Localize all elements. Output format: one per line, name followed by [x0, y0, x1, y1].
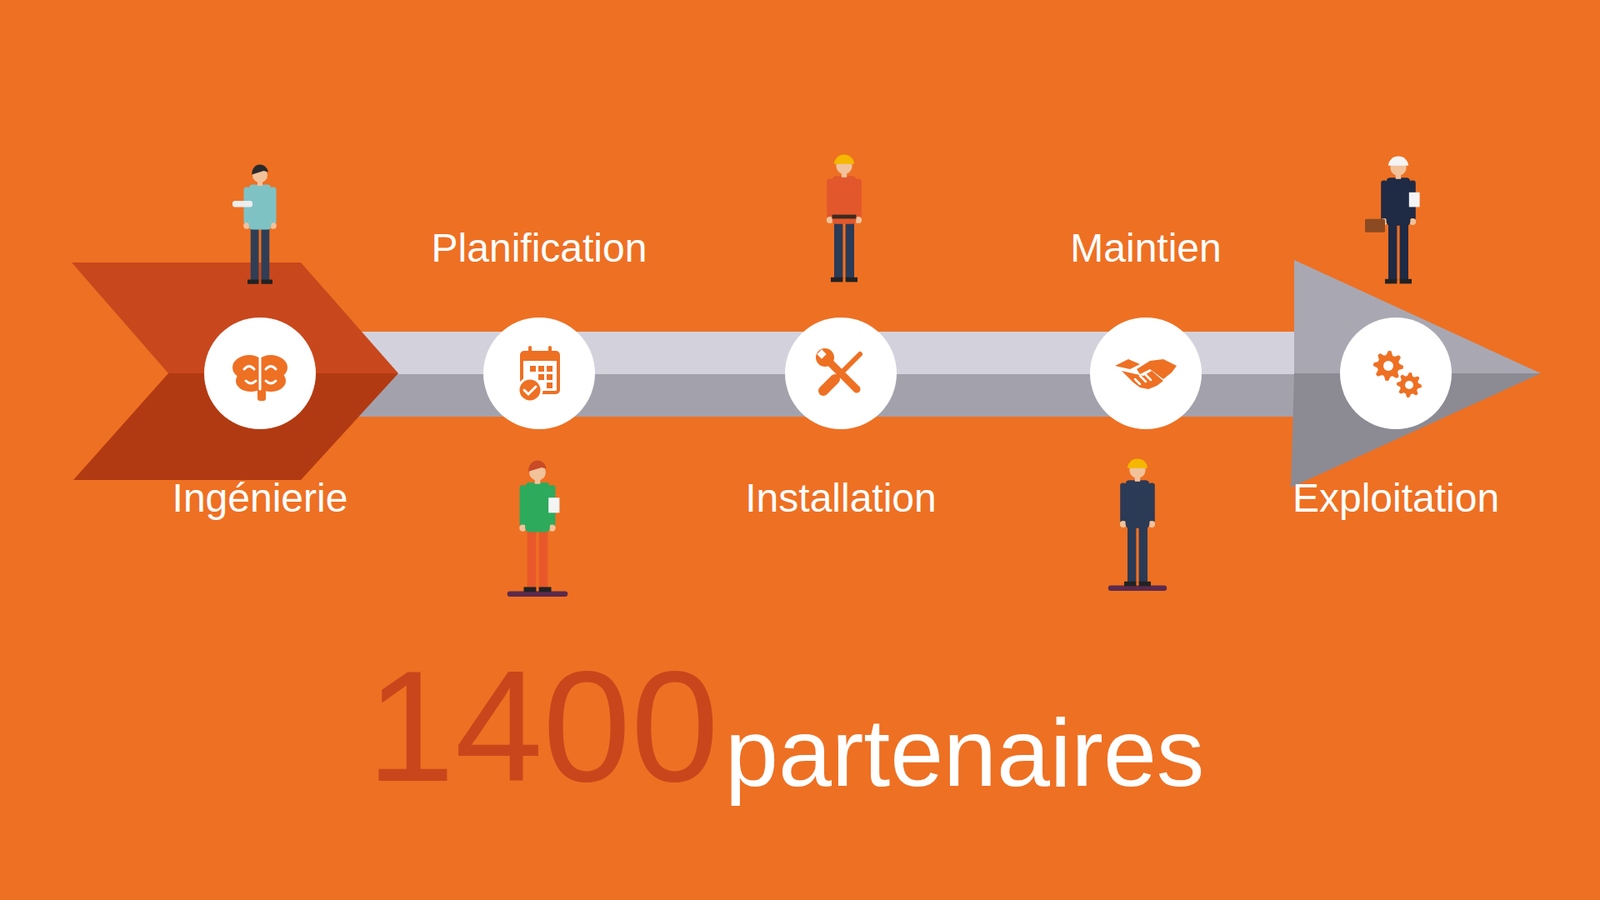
stage-label: Exploitation	[1292, 474, 1500, 523]
stage-icon	[232, 355, 288, 401]
stage-icon	[1115, 359, 1177, 390]
stage-circle: Installation	[785, 317, 897, 430]
person-figure	[507, 460, 569, 597]
stage-icon	[1373, 350, 1422, 398]
white-circle	[785, 317, 897, 430]
white-circle	[1340, 317, 1452, 430]
stage-label: Installation	[745, 474, 936, 523]
stage-icon	[518, 347, 559, 402]
stage-circle: Planification	[483, 317, 595, 430]
white-circle	[483, 317, 595, 430]
circle-icon	[785, 317, 897, 430]
person-figure	[826, 155, 862, 283]
white-circle	[1090, 317, 1202, 430]
people	[232, 155, 1420, 597]
arrow-shaft-segment	[896, 331, 1090, 417]
stage-label: Planification	[431, 224, 648, 273]
partner-count: 1400	[366, 646, 720, 805]
circle-icon	[1340, 317, 1452, 430]
person-figure	[1108, 459, 1167, 591]
stage-label: Maintien	[1070, 224, 1221, 273]
stage-circle: Maintien	[1090, 317, 1202, 430]
white-circle	[204, 317, 316, 430]
stage-label: Ingénierie	[172, 474, 349, 523]
arrowhead-bottom	[1290, 373, 1541, 488]
circle-icon	[483, 317, 595, 430]
partner-word: partenaires	[725, 705, 1205, 801]
circle-icon	[1090, 317, 1202, 430]
stage-circle: Exploitation	[1340, 317, 1452, 430]
arrow-shaft-segment	[595, 331, 785, 417]
circle-icon	[204, 317, 316, 430]
person-figure	[1365, 156, 1420, 285]
stage-icon	[815, 348, 860, 391]
person-figure	[232, 164, 277, 284]
stage-circle: Ingénierie	[204, 317, 316, 430]
